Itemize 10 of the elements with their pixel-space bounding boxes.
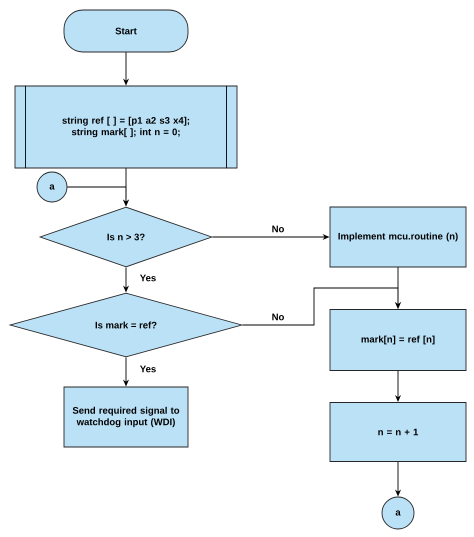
edge-label: No <box>270 224 286 234</box>
terminal-box: Start <box>64 10 188 52</box>
process-box: mark[n] = ref [n] <box>330 309 466 371</box>
edge-label: Yes <box>138 364 158 374</box>
process-box: n = n + 1 <box>330 402 466 462</box>
process-box: Send required signal to watchdog input (WDI) <box>64 386 188 448</box>
process-box: Implement mcu.routine (n) <box>330 206 466 268</box>
process-box: string ref [ ] = [p1 a2 s3 x4]; string mark[ ]; int n = 0; <box>14 85 238 169</box>
edge-label: Yes <box>138 274 158 282</box>
edge-label: No <box>270 312 286 322</box>
